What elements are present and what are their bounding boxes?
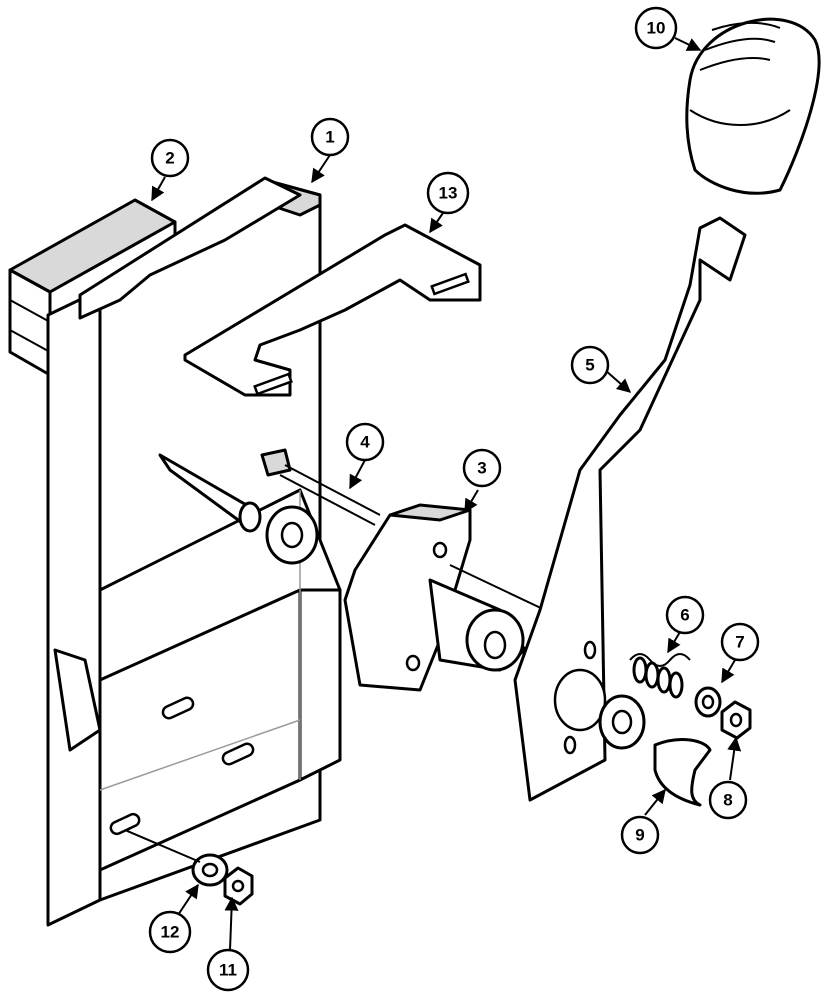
svg-text:11: 11 [219, 961, 237, 980]
part-3-pivot-hub [343, 503, 546, 692]
svg-text:5: 5 [585, 356, 594, 375]
part-4-bolt [158, 448, 381, 565]
callout-10: 10 [634, 6, 678, 50]
callout-7: 7 [720, 622, 760, 662]
callout-12: 12 [148, 910, 192, 954]
svg-text:1: 1 [325, 128, 334, 147]
callout-3: 3 [462, 448, 502, 488]
part-8-nut [720, 700, 752, 740]
svg-text:8: 8 [723, 791, 732, 810]
washer [598, 694, 646, 750]
part-13-gate-plate [183, 223, 482, 397]
svg-text:2: 2 [165, 149, 174, 168]
part-7-washer [694, 686, 722, 718]
part-5-lever-arm [513, 216, 747, 802]
callout-4: 4 [345, 422, 385, 462]
svg-text:6: 6 [680, 606, 689, 625]
svg-text:4: 4 [360, 433, 370, 452]
svg-text:9: 9 [635, 826, 644, 845]
svg-text:12: 12 [161, 923, 180, 942]
callout-2: 2 [150, 138, 190, 178]
svg-text:7: 7 [735, 633, 744, 652]
callout-5: 5 [570, 345, 610, 385]
svg-text:10: 10 [647, 19, 666, 38]
leaders [151, 37, 742, 951]
svg-text:3: 3 [477, 459, 486, 478]
callout-13: 13 [426, 171, 470, 215]
callout-9: 9 [620, 815, 660, 855]
part-10-knob [685, 17, 821, 195]
part-11-nut [223, 866, 254, 906]
part-6-spring [629, 653, 691, 699]
part-9-clip [653, 738, 712, 807]
callout-11: 11 [206, 948, 250, 992]
callout-1: 1 [310, 117, 350, 157]
part-1-frame [46, 176, 342, 927]
callout-6: 6 [665, 595, 705, 635]
callout-8: 8 [708, 780, 748, 820]
svg-text:13: 13 [439, 184, 458, 203]
part-12-washer [191, 853, 229, 887]
